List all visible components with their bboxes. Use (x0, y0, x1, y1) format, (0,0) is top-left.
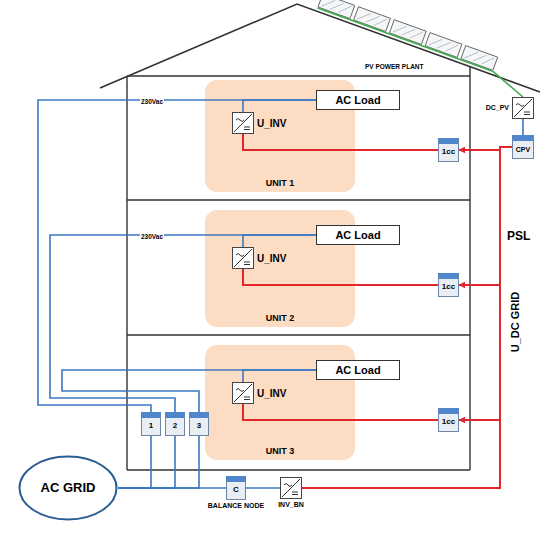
label-holder: BALANCE NODE (208, 502, 264, 510)
inverter-label: U_INV (257, 118, 286, 129)
inverter-lines (234, 249, 252, 267)
right-wall (469, 67, 470, 470)
inverter-symbol (281, 478, 301, 498)
inverter-label: U_INV (257, 388, 286, 399)
inverter-node: U_INV (232, 247, 254, 269)
label-holder: INV_BN (278, 501, 304, 509)
voltage-label: 230Vac (140, 98, 164, 105)
load-box: AC Load (316, 225, 400, 245)
meter-label: 3 (197, 422, 201, 431)
pv-string-wire (318, 8, 493, 71)
inverter-symbol (233, 383, 253, 403)
floor-line (127, 334, 470, 335)
inverter-symbol (233, 248, 253, 268)
meter-node: 2 (165, 412, 185, 436)
inverter-lines (514, 99, 532, 117)
meter-node: 3 (189, 412, 209, 436)
connector (243, 370, 316, 382)
connector (522, 119, 524, 135)
label-holder: 230Vac (140, 225, 164, 243)
label-holder: U_INV (257, 388, 286, 399)
connector (243, 134, 438, 150)
connector (50, 235, 316, 412)
connector (459, 147, 512, 285)
inverter-symbol (233, 113, 253, 133)
unit-title: UNIT 2 (266, 314, 295, 324)
meter-node: 1cc (438, 408, 459, 432)
meter-label: C (233, 486, 239, 495)
meter-label: 2 (173, 422, 177, 431)
pv-panels (318, 0, 498, 71)
load-box: AC Load (316, 360, 400, 380)
connector (38, 100, 316, 412)
load-label: AC Load (335, 94, 380, 106)
inverter-node: INV_BN (280, 477, 302, 499)
connector (118, 436, 175, 488)
meter-node: CBALANCE NODE (226, 476, 246, 500)
ground-floor-line (127, 469, 470, 470)
inverter-lines (234, 114, 252, 132)
meter-label: 1cc (442, 283, 455, 292)
roof-outline (100, 4, 540, 92)
meter-label: 1cc (442, 418, 455, 427)
label-holder: U_INV (257, 118, 286, 129)
meter-label: CPV (516, 146, 530, 154)
label-holder: U_INV (257, 253, 286, 264)
load-box: AC Load (316, 90, 400, 110)
plant-label: PV POWER PLANT (365, 63, 424, 70)
node-caption: BALANCE NODE (208, 502, 264, 510)
meter-node: 1 (141, 412, 161, 436)
connector (243, 404, 438, 420)
inverter-lines (282, 479, 300, 497)
grid-ellipse (20, 457, 117, 520)
connector (302, 147, 512, 488)
left-wall (126, 76, 127, 470)
inverter-node: U_INV (232, 382, 254, 404)
meter-label: 1cc (442, 148, 455, 157)
connector (62, 370, 316, 412)
meter-node: 1cc (438, 273, 459, 297)
inverter-label: DC_PV (486, 104, 509, 112)
connector (118, 487, 226, 489)
connector (118, 436, 151, 488)
grid-circle: AC GRID (18, 455, 118, 521)
ceiling-line (127, 75, 470, 76)
connector (459, 147, 512, 420)
label-holder: U_DC GRID (505, 292, 523, 353)
label-holder: DC_PV (486, 104, 509, 112)
inverter-label: U_INV (257, 253, 286, 264)
label-holder: PSL (507, 226, 530, 244)
line-name: PSL (507, 229, 530, 243)
voltage-label: 230Vac (140, 233, 164, 240)
load-label: AC Load (335, 364, 380, 376)
floor-line (127, 199, 470, 200)
connector (246, 487, 280, 489)
inverter-lines (234, 384, 252, 402)
grid-label: AC GRID (41, 481, 96, 495)
inverter-node: U_INV (232, 112, 254, 134)
connector (243, 235, 316, 247)
unit-title: UNIT 3 (266, 447, 295, 457)
meter-node: 1cc (438, 138, 459, 162)
connector (243, 269, 438, 285)
label-holder: 230Vac (140, 90, 164, 108)
label-holder: PV POWER PLANT (365, 55, 424, 73)
inverter-node: DC_PV (512, 97, 534, 119)
connector (243, 100, 316, 112)
pv-string-wire (493, 71, 523, 97)
panel-cells (322, 0, 495, 67)
meter-node: CPV (512, 135, 534, 159)
connector (118, 436, 199, 488)
meter-label: 1 (149, 422, 153, 431)
load-label: AC Load (335, 229, 380, 241)
inverter-label: INV_BN (278, 501, 304, 509)
bus-name: U_DC GRID (509, 292, 521, 353)
inverter-symbol (513, 98, 533, 118)
unit-title: UNIT 1 (266, 179, 295, 189)
